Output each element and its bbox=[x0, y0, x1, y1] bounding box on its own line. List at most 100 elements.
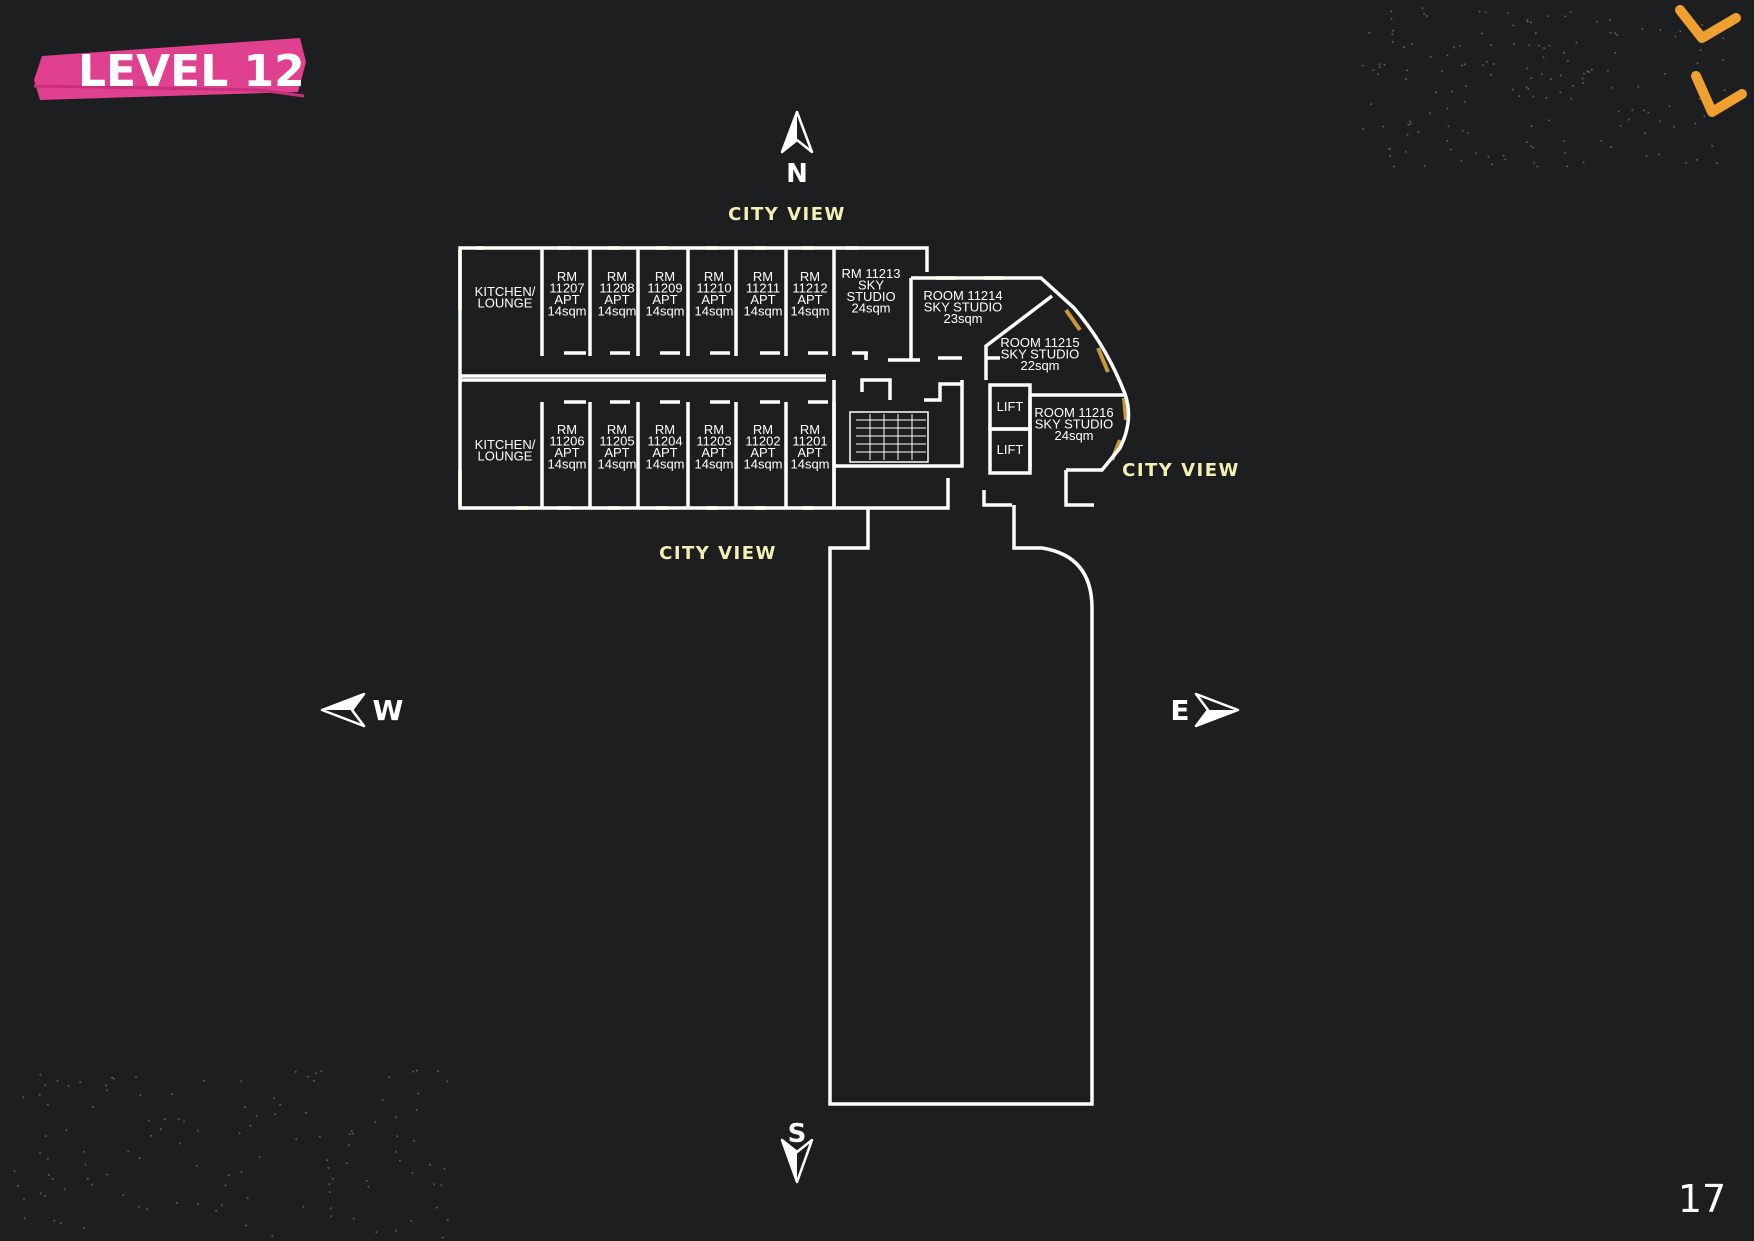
room-label-line: ROOM 11214 bbox=[923, 288, 1002, 303]
decorative-dot bbox=[1672, 125, 1675, 128]
decorative-dot bbox=[279, 1103, 282, 1106]
decorative-dot bbox=[1694, 122, 1697, 125]
room-label-line: STUDIO bbox=[846, 289, 895, 304]
decorative-dot bbox=[1391, 33, 1394, 36]
decorative-dot bbox=[111, 1076, 114, 1079]
decorative-dot bbox=[83, 1226, 86, 1229]
room-label-line: 24sqm bbox=[851, 301, 890, 316]
decorative-dot bbox=[415, 1069, 418, 1072]
decorative-dot bbox=[23, 1217, 26, 1220]
decorative-dot bbox=[1511, 88, 1514, 91]
decorative-dot bbox=[53, 1219, 56, 1222]
room-label-line: APT bbox=[604, 445, 629, 460]
decorative-dot bbox=[175, 1201, 178, 1204]
decorative-dot bbox=[1512, 42, 1515, 45]
decorative-dot bbox=[1463, 63, 1466, 66]
room-label-line: 11205 bbox=[599, 434, 634, 449]
decorative-dot bbox=[320, 1070, 323, 1072]
decorative-dot bbox=[1679, 30, 1682, 33]
room-label-line: 14sqm bbox=[694, 457, 733, 472]
room-label-line: 11209 bbox=[647, 281, 682, 296]
decorative-dot bbox=[446, 1080, 449, 1083]
decorative-dot bbox=[224, 1184, 227, 1187]
decorative-dot bbox=[1402, 46, 1405, 48]
west-label: W bbox=[373, 694, 404, 727]
decorative-dot bbox=[329, 1207, 332, 1210]
decorative-dot bbox=[1464, 100, 1466, 103]
decorative-dot bbox=[351, 1132, 354, 1135]
decorative-dot bbox=[394, 1150, 397, 1153]
decorative-dot bbox=[446, 1218, 449, 1221]
decorative-dot bbox=[83, 1150, 86, 1153]
decorative-dot bbox=[244, 1224, 247, 1227]
decorative-dot bbox=[1446, 54, 1449, 57]
decorative-dot bbox=[302, 1205, 305, 1208]
decorative-dot bbox=[1588, 71, 1591, 74]
decorative-dot bbox=[413, 1139, 416, 1142]
room-label-line: 14sqm bbox=[597, 457, 636, 472]
decorative-dot bbox=[1530, 145, 1532, 148]
decorative-dot bbox=[1459, 44, 1462, 47]
decorative-dot bbox=[1423, 164, 1426, 167]
decorative-dot bbox=[65, 1129, 68, 1131]
room-label-line: APT bbox=[554, 445, 579, 460]
decorative-dot bbox=[1543, 47, 1546, 50]
decorative-dot bbox=[59, 1222, 62, 1225]
decorative-dot bbox=[1699, 49, 1702, 52]
decorative-dot bbox=[38, 1093, 41, 1096]
north-view-label: CITY VIEW bbox=[728, 204, 846, 225]
decorative-dot bbox=[79, 1081, 82, 1084]
room-label-line: 23sqm bbox=[943, 311, 982, 326]
room-label-kitchen_north: KITCHEN/LOUNGE bbox=[475, 284, 536, 311]
decorative-dot bbox=[1512, 24, 1515, 27]
decorative-dot bbox=[1460, 160, 1463, 162]
decorative-dot bbox=[1527, 88, 1530, 90]
room-label-line: RM bbox=[607, 269, 627, 284]
decorative-dot bbox=[350, 1130, 353, 1132]
room-label-line: RM bbox=[557, 269, 577, 284]
decorative-dot bbox=[1627, 118, 1630, 121]
room-label-line: 11212 bbox=[792, 281, 827, 296]
room-label-line: RM bbox=[557, 422, 577, 437]
decorative-dot bbox=[258, 1155, 261, 1158]
lift-label: LIFT bbox=[997, 399, 1024, 414]
decorative-dot bbox=[171, 1093, 174, 1096]
decorative-dot bbox=[1722, 59, 1724, 61]
room-label-line: RM 11213 bbox=[841, 266, 900, 281]
decorative-dot bbox=[1487, 155, 1490, 158]
decorative-dot bbox=[183, 1120, 185, 1123]
decorative-dot bbox=[1404, 78, 1407, 81]
decorative-dot bbox=[374, 1121, 377, 1124]
north-arrow-icon bbox=[780, 110, 814, 154]
decorative-dot bbox=[415, 1109, 418, 1111]
decorative-dot bbox=[177, 1118, 180, 1121]
decorative-dot bbox=[84, 1163, 87, 1166]
decorative-dot bbox=[1449, 148, 1452, 151]
decorative-dot bbox=[1566, 165, 1569, 168]
room-label-line: APT bbox=[750, 445, 775, 460]
decorative-dot bbox=[1421, 7, 1424, 10]
room-label-line: 24sqm bbox=[1054, 428, 1093, 443]
decorative-dot bbox=[1563, 139, 1566, 142]
decorative-dot bbox=[63, 1188, 66, 1191]
room-label-line: 14sqm bbox=[547, 457, 586, 472]
decorative-dot bbox=[395, 1229, 398, 1232]
decorative-dot bbox=[1435, 91, 1437, 94]
decorative-dot bbox=[195, 1165, 198, 1167]
decorative-dot bbox=[238, 1132, 241, 1135]
room-label-line: 11210 bbox=[696, 281, 731, 296]
decorative-dot bbox=[1570, 97, 1573, 100]
decorative-dot bbox=[331, 1177, 334, 1180]
decorative-dot bbox=[1504, 158, 1507, 161]
decorative-dot bbox=[227, 1174, 230, 1177]
decorative-dot bbox=[1596, 20, 1599, 23]
decorative-dot bbox=[1715, 162, 1718, 165]
decorative-dot bbox=[150, 1134, 153, 1137]
